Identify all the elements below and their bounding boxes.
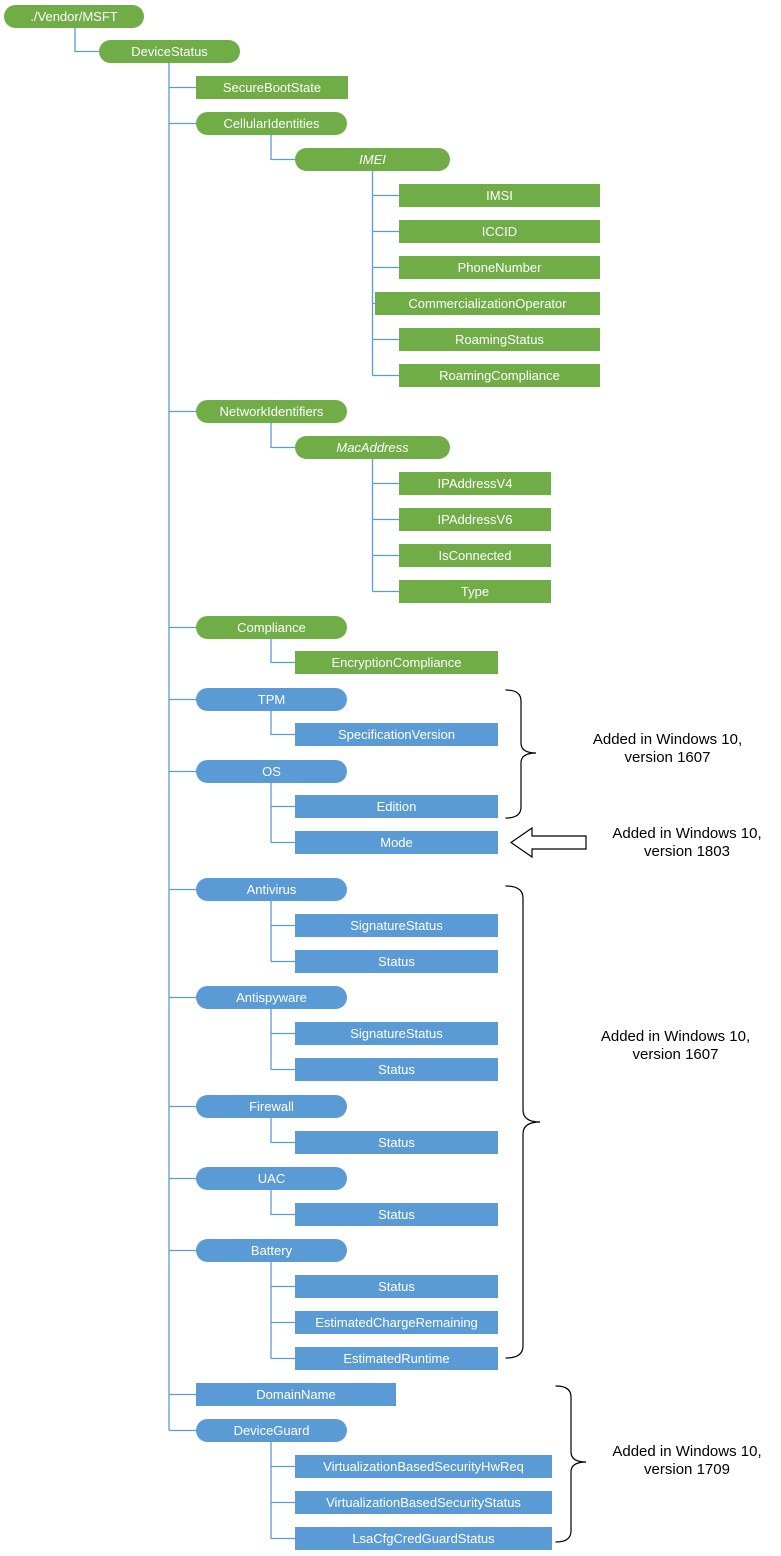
- node-commercializationoperator: CommercializationOperator: [375, 292, 600, 315]
- node-mode: Mode: [295, 831, 498, 854]
- annotation-1607-tpm-os: Added in Windows 10, version 1607: [592, 731, 743, 766]
- node-lsacfgcredguardstatus: LsaCfgCredGuardStatus: [295, 1527, 552, 1550]
- connector-antispyware-trunk: [270, 1009, 295, 1071]
- node-battery: Battery: [196, 1239, 347, 1262]
- connector-antivirus-trunk: [270, 901, 295, 963]
- node-type: Type: [399, 580, 551, 603]
- node-ipaddressv4: IPAddressV4: [399, 472, 551, 495]
- arrow-1803-mode-icon: [509, 826, 587, 859]
- annotation-1709-deviceguard: Added in Windows 10, version 1709: [612, 1443, 762, 1478]
- node-compliance: Compliance: [196, 616, 347, 639]
- node-isconnected: IsConnected: [399, 544, 551, 567]
- node-uac: UAC: [196, 1167, 347, 1190]
- connector-uac: [270, 1190, 295, 1216]
- node-antispyware-signaturestatus: SignatureStatus: [295, 1022, 498, 1045]
- node-tpm: TPM: [196, 688, 347, 711]
- node-phonenumber: PhoneNumber: [399, 256, 600, 279]
- node-imsi: IMSI: [399, 184, 600, 207]
- connector-devicestatus-trunk: [168, 63, 196, 1432]
- node-antivirus-signaturestatus: SignatureStatus: [295, 914, 498, 937]
- connector-cellularidentities: [270, 135, 295, 161]
- connector-compliance: [270, 639, 295, 664]
- node-virtualizationbasedsecurityhwreq: VirtualizationBasedSecurityHwReq: [295, 1455, 552, 1478]
- node-virtualizationbasedsecuritystatus: VirtualizationBasedSecurityStatus: [295, 1491, 552, 1514]
- node-antivirus-status: Status: [295, 950, 498, 973]
- connector-imei-trunk: [371, 171, 399, 377]
- node-estimatedruntime: EstimatedRuntime: [295, 1347, 498, 1370]
- connector-root: [74, 28, 99, 53]
- connector-tpm: [270, 711, 295, 736]
- node-domainname: DomainName: [196, 1383, 396, 1406]
- node-devicestatus: DeviceStatus: [99, 40, 240, 63]
- node-firewall: Firewall: [196, 1095, 347, 1118]
- node-edition: Edition: [295, 795, 498, 818]
- node-antivirus: Antivirus: [196, 878, 347, 901]
- connector-macaddress-trunk: [371, 459, 399, 593]
- node-specificationversion: SpecificationVersion: [295, 723, 498, 746]
- node-securebootstate: SecureBootState: [196, 76, 348, 99]
- connector-networkidentifiers: [270, 423, 295, 449]
- connector-battery-trunk: [270, 1262, 295, 1360]
- node-estimatedchargeremaining: EstimatedChargeRemaining: [295, 1311, 498, 1334]
- node-roamingcompliance: RoamingCompliance: [399, 364, 600, 387]
- node-uac-status: Status: [295, 1203, 498, 1226]
- node-os: OS: [196, 760, 347, 783]
- node-vendor-msft: ./Vendor/MSFT: [4, 5, 144, 28]
- connector-deviceguard-trunk: [270, 1442, 295, 1540]
- annotation-1607-security: Added in Windows 10, version 1607: [600, 1028, 751, 1063]
- brace-1607-security: [505, 885, 541, 1359]
- node-ipaddressv6: IPAddressV6: [399, 508, 551, 531]
- connector-firewall: [270, 1118, 295, 1144]
- node-iccid: ICCID: [399, 220, 600, 243]
- annotation-1803-mode: Added in Windows 10, version 1803: [612, 825, 762, 860]
- node-battery-status: Status: [295, 1275, 498, 1298]
- node-networkidentifiers: NetworkIdentifiers: [196, 400, 347, 423]
- brace-1709-deviceguard: [555, 1385, 587, 1543]
- node-imei: IMEI: [295, 148, 450, 171]
- node-cellularidentities: CellularIdentities: [196, 112, 347, 135]
- node-deviceguard: DeviceGuard: [196, 1419, 347, 1442]
- node-encryptioncompliance: EncryptionCompliance: [295, 651, 498, 674]
- node-macaddress: MacAddress: [295, 436, 450, 459]
- node-firewall-status: Status: [295, 1131, 498, 1154]
- brace-1607-tpm-os: [505, 689, 537, 819]
- connector-os-trunk: [270, 783, 295, 844]
- node-antispyware-status: Status: [295, 1058, 498, 1081]
- node-antispyware: Antispyware: [196, 986, 347, 1009]
- node-roamingstatus: RoamingStatus: [399, 328, 600, 351]
